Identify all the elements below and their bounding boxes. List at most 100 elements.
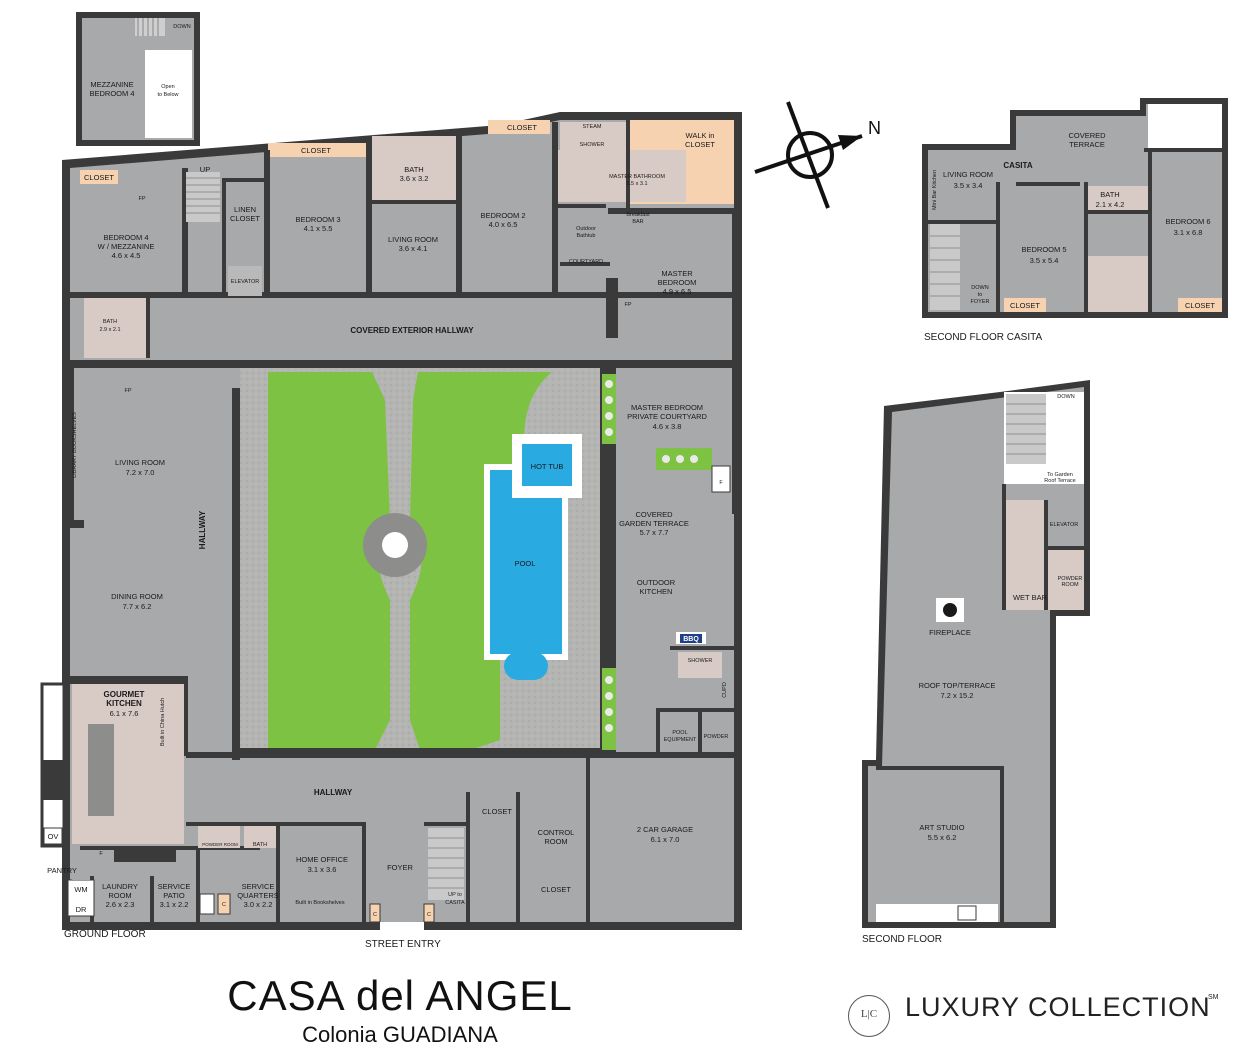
dr-label: DR: [76, 905, 87, 914]
mezz-open-2: to Below: [157, 92, 178, 98]
logo-letters: L|C: [860, 1008, 878, 1020]
master-court-l2: PRIVATE COURTYARD: [627, 412, 707, 421]
master-court-l1: MASTER BEDROOM: [631, 403, 703, 412]
svc-quarters-l2: QUARTERS: [237, 891, 279, 900]
garden-terrace-l2: GARDEN TERRACE: [619, 519, 689, 528]
hot-tub-label: HOT TUB: [531, 462, 564, 471]
bedroom4-l1: BEDROOM 4: [103, 233, 148, 242]
bedroom6-l1: BEDROOM 6: [1165, 217, 1210, 226]
elevator-label: ELEVATOR: [231, 279, 259, 285]
plan-subtitle: Colonia GUADIANA: [302, 1022, 498, 1047]
casita-closet1: CLOSET: [1010, 301, 1040, 310]
casita-bath-l2: 2.1 x 4.2: [1096, 200, 1125, 209]
walkin-l1: WALK in: [686, 131, 715, 140]
living-l2: 7.2 x 7.0: [126, 468, 155, 477]
walkin-l2: CLOSET: [685, 140, 715, 149]
svc-patio-l2: PATIO: [163, 891, 185, 900]
garage-l2: 6.1 x 7.0: [651, 835, 680, 844]
f-mark: F: [719, 480, 723, 486]
bedroom5-l1: BEDROOM 5: [1021, 245, 1066, 254]
foyer-label: FOYER: [387, 863, 413, 872]
outdoor-kitchen-l1: OUTDOOR: [637, 578, 676, 587]
bath-mid-l1: BATH: [404, 165, 423, 174]
brand-name: LUXURY COLLECTION: [905, 992, 1211, 1022]
pantry-label: PANTRY: [47, 866, 77, 875]
bath-svc-label: BATH: [253, 842, 267, 848]
bath-small-l1: BATH: [103, 319, 117, 325]
bedroom2-l2: 4.0 x 6.5: [489, 220, 518, 229]
up-casita-l2: CASITA: [445, 900, 465, 906]
up-casita-l1: UP to: [448, 892, 462, 898]
china-hutch-label: Built in China Hutch: [160, 698, 166, 746]
living-upper-l2: 3.6 x 4.1: [399, 244, 428, 253]
steam-l2: SHOWER: [580, 142, 605, 148]
casita-plan: COVERED TERRACE CASITA LIVING ROOM 3.5 x…: [922, 98, 1228, 343]
linen-l1: LINEN: [234, 205, 256, 214]
fp3-label: FP: [124, 388, 131, 394]
ground-floor-plan: CLOSET BEDROOM 4 W / MEZZANINE 4.6 x 4.5…: [40, 112, 742, 950]
casita-floor-label: SECOND FLOOR CASITA: [924, 332, 1042, 343]
bathtub-l2: Bathtub: [577, 233, 596, 239]
casita-living-l2: 3.5 x 3.4: [954, 181, 983, 190]
second-floor-plan: DOWN To Garden Roof Terrace ELEVATOR POW…: [862, 380, 1090, 945]
brand-service-mark: SM: [1208, 994, 1219, 1001]
bedroom6-l2: 3.1 x 6.8: [1174, 228, 1203, 237]
bedroom5-l2: 3.5 x 5.4: [1030, 256, 1059, 265]
gourmet-l3: 6.1 x 7.6: [110, 709, 139, 718]
control-l2: ROOM: [544, 837, 567, 846]
closet-bd3: CLOSET: [301, 146, 331, 155]
home-office-l1: HOME OFFICE: [296, 855, 348, 864]
second-floor-label: SECOND FLOOR: [862, 934, 942, 945]
dining-l2: 7.7 x 6.2: [123, 602, 152, 611]
svc-patio-l3: 3.1 x 2.2: [160, 900, 189, 909]
f2-label: F: [99, 851, 103, 857]
breakfast-l1: Breakfast: [626, 212, 650, 218]
gourmet-l1: GOURMET: [104, 690, 145, 699]
c3-label: C: [427, 912, 431, 918]
rooftop-l1: ROOF TOP/TERRACE: [919, 681, 996, 690]
mezz-down-label: DOWN: [173, 24, 190, 30]
mezz-room-label-2: BEDROOM 4: [89, 89, 134, 98]
second-down-label: DOWN: [1057, 394, 1074, 400]
art-studio-l2: 5.5 x 6.2: [928, 833, 957, 842]
wm-label: WM: [74, 885, 87, 894]
bathtub-l1: Outdoor: [576, 226, 596, 232]
bedroom4-l3: 4.6 x 4.5: [112, 251, 141, 260]
living-upper-l1: LIVING ROOM: [388, 235, 438, 244]
ov-label: OV: [48, 832, 59, 841]
luxury-collection-logo-icon: L|C: [848, 995, 890, 1037]
north-label: N: [868, 118, 881, 138]
casita-down-l2: to: [978, 292, 983, 298]
casita-closet2: CLOSET: [1185, 301, 1215, 310]
garage-l1: 2 CAR GARAGE: [637, 825, 693, 834]
bookshelves-label: Built in Bookshelves: [295, 900, 344, 906]
garden-terrace-l1: COVERED: [635, 510, 673, 519]
outdoor-kitchen-l2: KITCHEN: [640, 587, 673, 596]
steam-l1: STEAM: [583, 124, 602, 130]
north-compass-icon: N: [754, 101, 881, 209]
closet-ctrl2-label: CLOSET: [541, 885, 571, 894]
mezzanine-plan: DOWN MEZZANINE BEDROOM 4 Open to Below: [76, 12, 200, 146]
laundry-l3: 2.6 x 2.3: [106, 900, 135, 909]
casita-down-l1: DOWN: [971, 285, 988, 291]
linen-l2: CLOSET: [230, 214, 260, 223]
gourmet-l2: KITCHEN: [106, 699, 142, 708]
master-bed-l2: BEDROOM: [658, 278, 697, 287]
dining-l1: DINING ROOM: [111, 592, 163, 601]
closet-ctrl-label: CLOSET: [482, 807, 512, 816]
powder-room-label: POWDER ROOM: [202, 842, 238, 847]
hallway-v-label: HALLWAY: [198, 510, 207, 549]
pool-label: POOL: [515, 559, 536, 568]
mini-bar-label: Mini Bar Kitchen: [932, 170, 938, 210]
fp1-label: FP: [138, 196, 145, 202]
second-powder-l1: POWDER: [1058, 576, 1083, 582]
courtyard-label: COURTYARD: [569, 259, 603, 265]
breakfast-l2: BAR: [632, 219, 643, 225]
c1-label: C: [222, 902, 226, 908]
casita-label: CASITA: [1003, 161, 1032, 170]
master-court-l3: 4.6 x 3.8: [653, 422, 682, 431]
control-l1: CONTROL: [538, 828, 575, 837]
plan-title: CASA del ANGEL: [227, 972, 573, 1019]
svc-patio-l1: SERVICE: [158, 882, 191, 891]
